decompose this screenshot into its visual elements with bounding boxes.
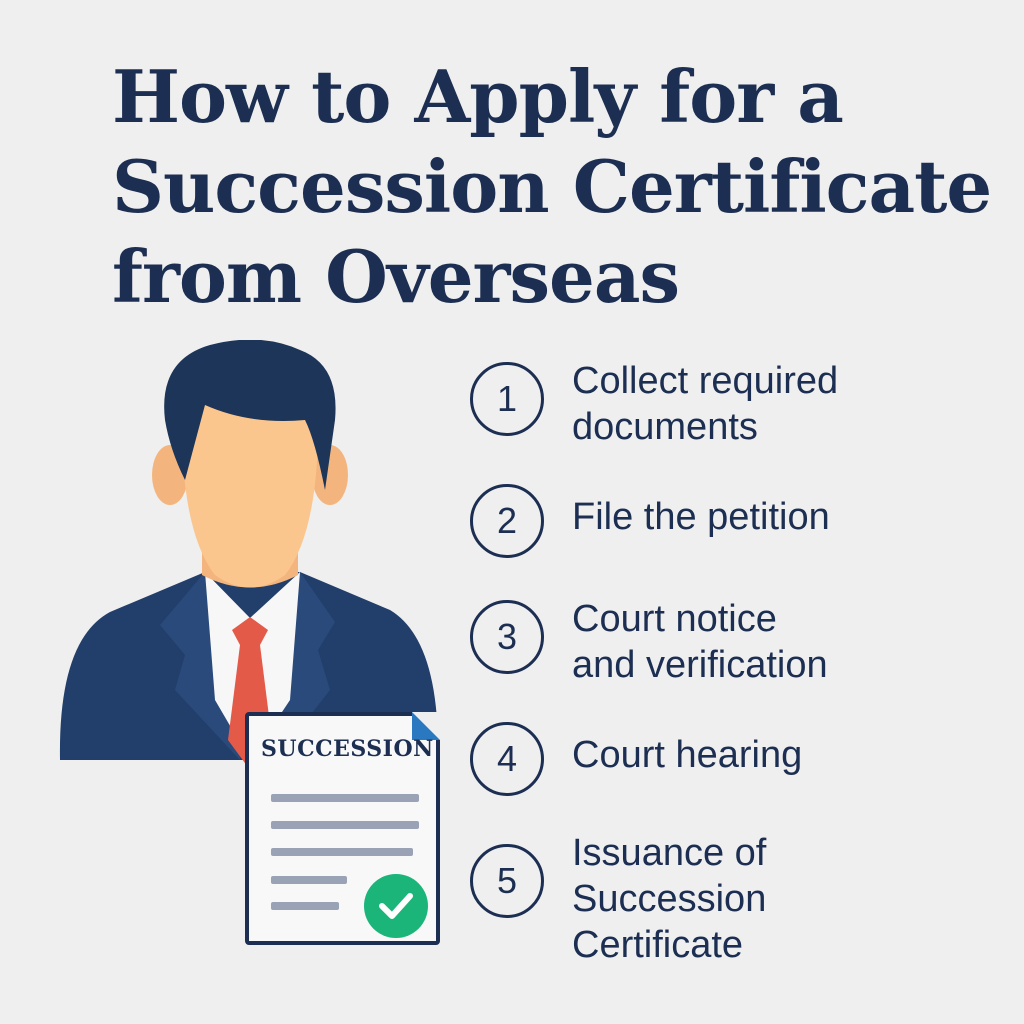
title-line-1: How to Apply for a: [112, 54, 844, 139]
step-text: Court notice and verification: [572, 598, 828, 686]
document-line: [271, 821, 419, 829]
document-line: [271, 876, 347, 884]
businessman-illustration: SUCCESSION: [0, 339, 460, 960]
hair-icon: [164, 339, 336, 490]
face-icon: [181, 395, 319, 588]
step-number-badge: 3: [470, 600, 544, 674]
step-4: 4 Court hearing: [470, 722, 802, 796]
step-number-badge: 5: [470, 844, 544, 918]
step-number-badge: 4: [470, 722, 544, 796]
step-text: Collect required documents: [572, 360, 839, 448]
step-3: 3 Court notice and verification: [470, 598, 828, 688]
step-1: 1 Collect required documents: [470, 360, 838, 450]
title-line-2: Succession Certificate: [112, 144, 992, 229]
document-line: [271, 902, 339, 910]
document-line: [271, 848, 413, 856]
page-title: How to Apply for a Succession Certificat…: [112, 52, 992, 322]
check-icon: [364, 874, 428, 938]
step-text: File the petition: [572, 496, 830, 538]
step-number-badge: 2: [470, 484, 544, 558]
document-corner-fold: [412, 712, 440, 740]
step-text: Court hearing: [572, 734, 803, 776]
succession-document: SUCCESSION: [245, 712, 440, 945]
document-label: SUCCESSION: [261, 736, 434, 762]
step-5: 5 Issuance of Succession Certificate: [470, 832, 766, 968]
title-line-3: from Overseas: [112, 234, 680, 319]
step-number-badge: 1: [470, 362, 544, 436]
document-line: [271, 794, 419, 802]
step-text: Issuance of Succession Certificate: [572, 832, 767, 966]
step-2: 2 File the petition: [470, 484, 830, 558]
